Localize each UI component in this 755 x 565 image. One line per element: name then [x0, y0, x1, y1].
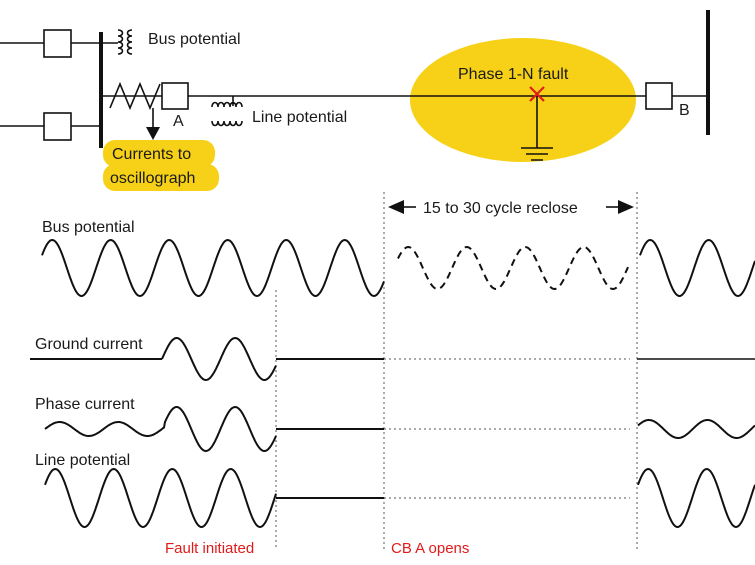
- currents-highlight-2: [103, 164, 219, 191]
- currents-highlight-1: [103, 140, 215, 167]
- reclose-arrow-left: [388, 200, 404, 214]
- breaker-b: [645, 82, 673, 110]
- timeline: 15 to 30 cycle reclose Bus potential Gro…: [30, 192, 755, 557]
- current-transformer-icon: [109, 81, 161, 111]
- fault-marker-icon: [529, 86, 545, 102]
- trace-label-line-potential: Line potential: [35, 452, 130, 469]
- breaker-a: [161, 82, 189, 110]
- line-potential-waveform: [44, 467, 277, 529]
- bus-potential-reclosed-waveform: [639, 238, 755, 298]
- phase-current-reclosed-waveform: [637, 419, 755, 439]
- ground-symbol-icon: [521, 147, 553, 161]
- oscillograph-arrow-head: [146, 127, 160, 140]
- phase-current-waveform: [44, 405, 277, 453]
- fault-initiated-label: Fault initiated: [165, 540, 254, 557]
- breaker-a-label: A: [173, 113, 184, 130]
- fault-highlight: [410, 38, 636, 162]
- trace-label-ground-current: Ground current: [35, 336, 143, 353]
- trace-label-phase-current: Phase current: [35, 396, 135, 413]
- bus-potential-dashed-waveform: [397, 245, 629, 291]
- bus-pt-icon: [101, 29, 133, 55]
- feeder-bottom-breaker: [43, 112, 72, 141]
- line-pt-icon: [211, 96, 243, 127]
- currents-label-line1: Currents to: [112, 146, 191, 163]
- one-line-diagram: Bus potential A B Currents to oscillogra…: [0, 10, 710, 191]
- bus-potential-waveform: [41, 238, 385, 298]
- currents-label-line2: oscillograph: [110, 170, 195, 187]
- feeder-top-breaker: [43, 29, 72, 58]
- fault-label: Phase 1-N fault: [458, 66, 569, 83]
- trace-label-bus-potential: Bus potential: [42, 219, 135, 236]
- ground-current-fault-waveform: [161, 336, 277, 382]
- cb-opens-label: CB A opens: [391, 540, 469, 557]
- reclose-arrow-right: [618, 200, 634, 214]
- line-potential-label: Line potential: [252, 109, 347, 126]
- bus-potential-label: Bus potential: [148, 31, 241, 48]
- line-potential-reclosed-waveform: [637, 467, 755, 529]
- breaker-b-label: B: [679, 102, 690, 119]
- reclose-label: 15 to 30 cycle reclose: [423, 200, 578, 217]
